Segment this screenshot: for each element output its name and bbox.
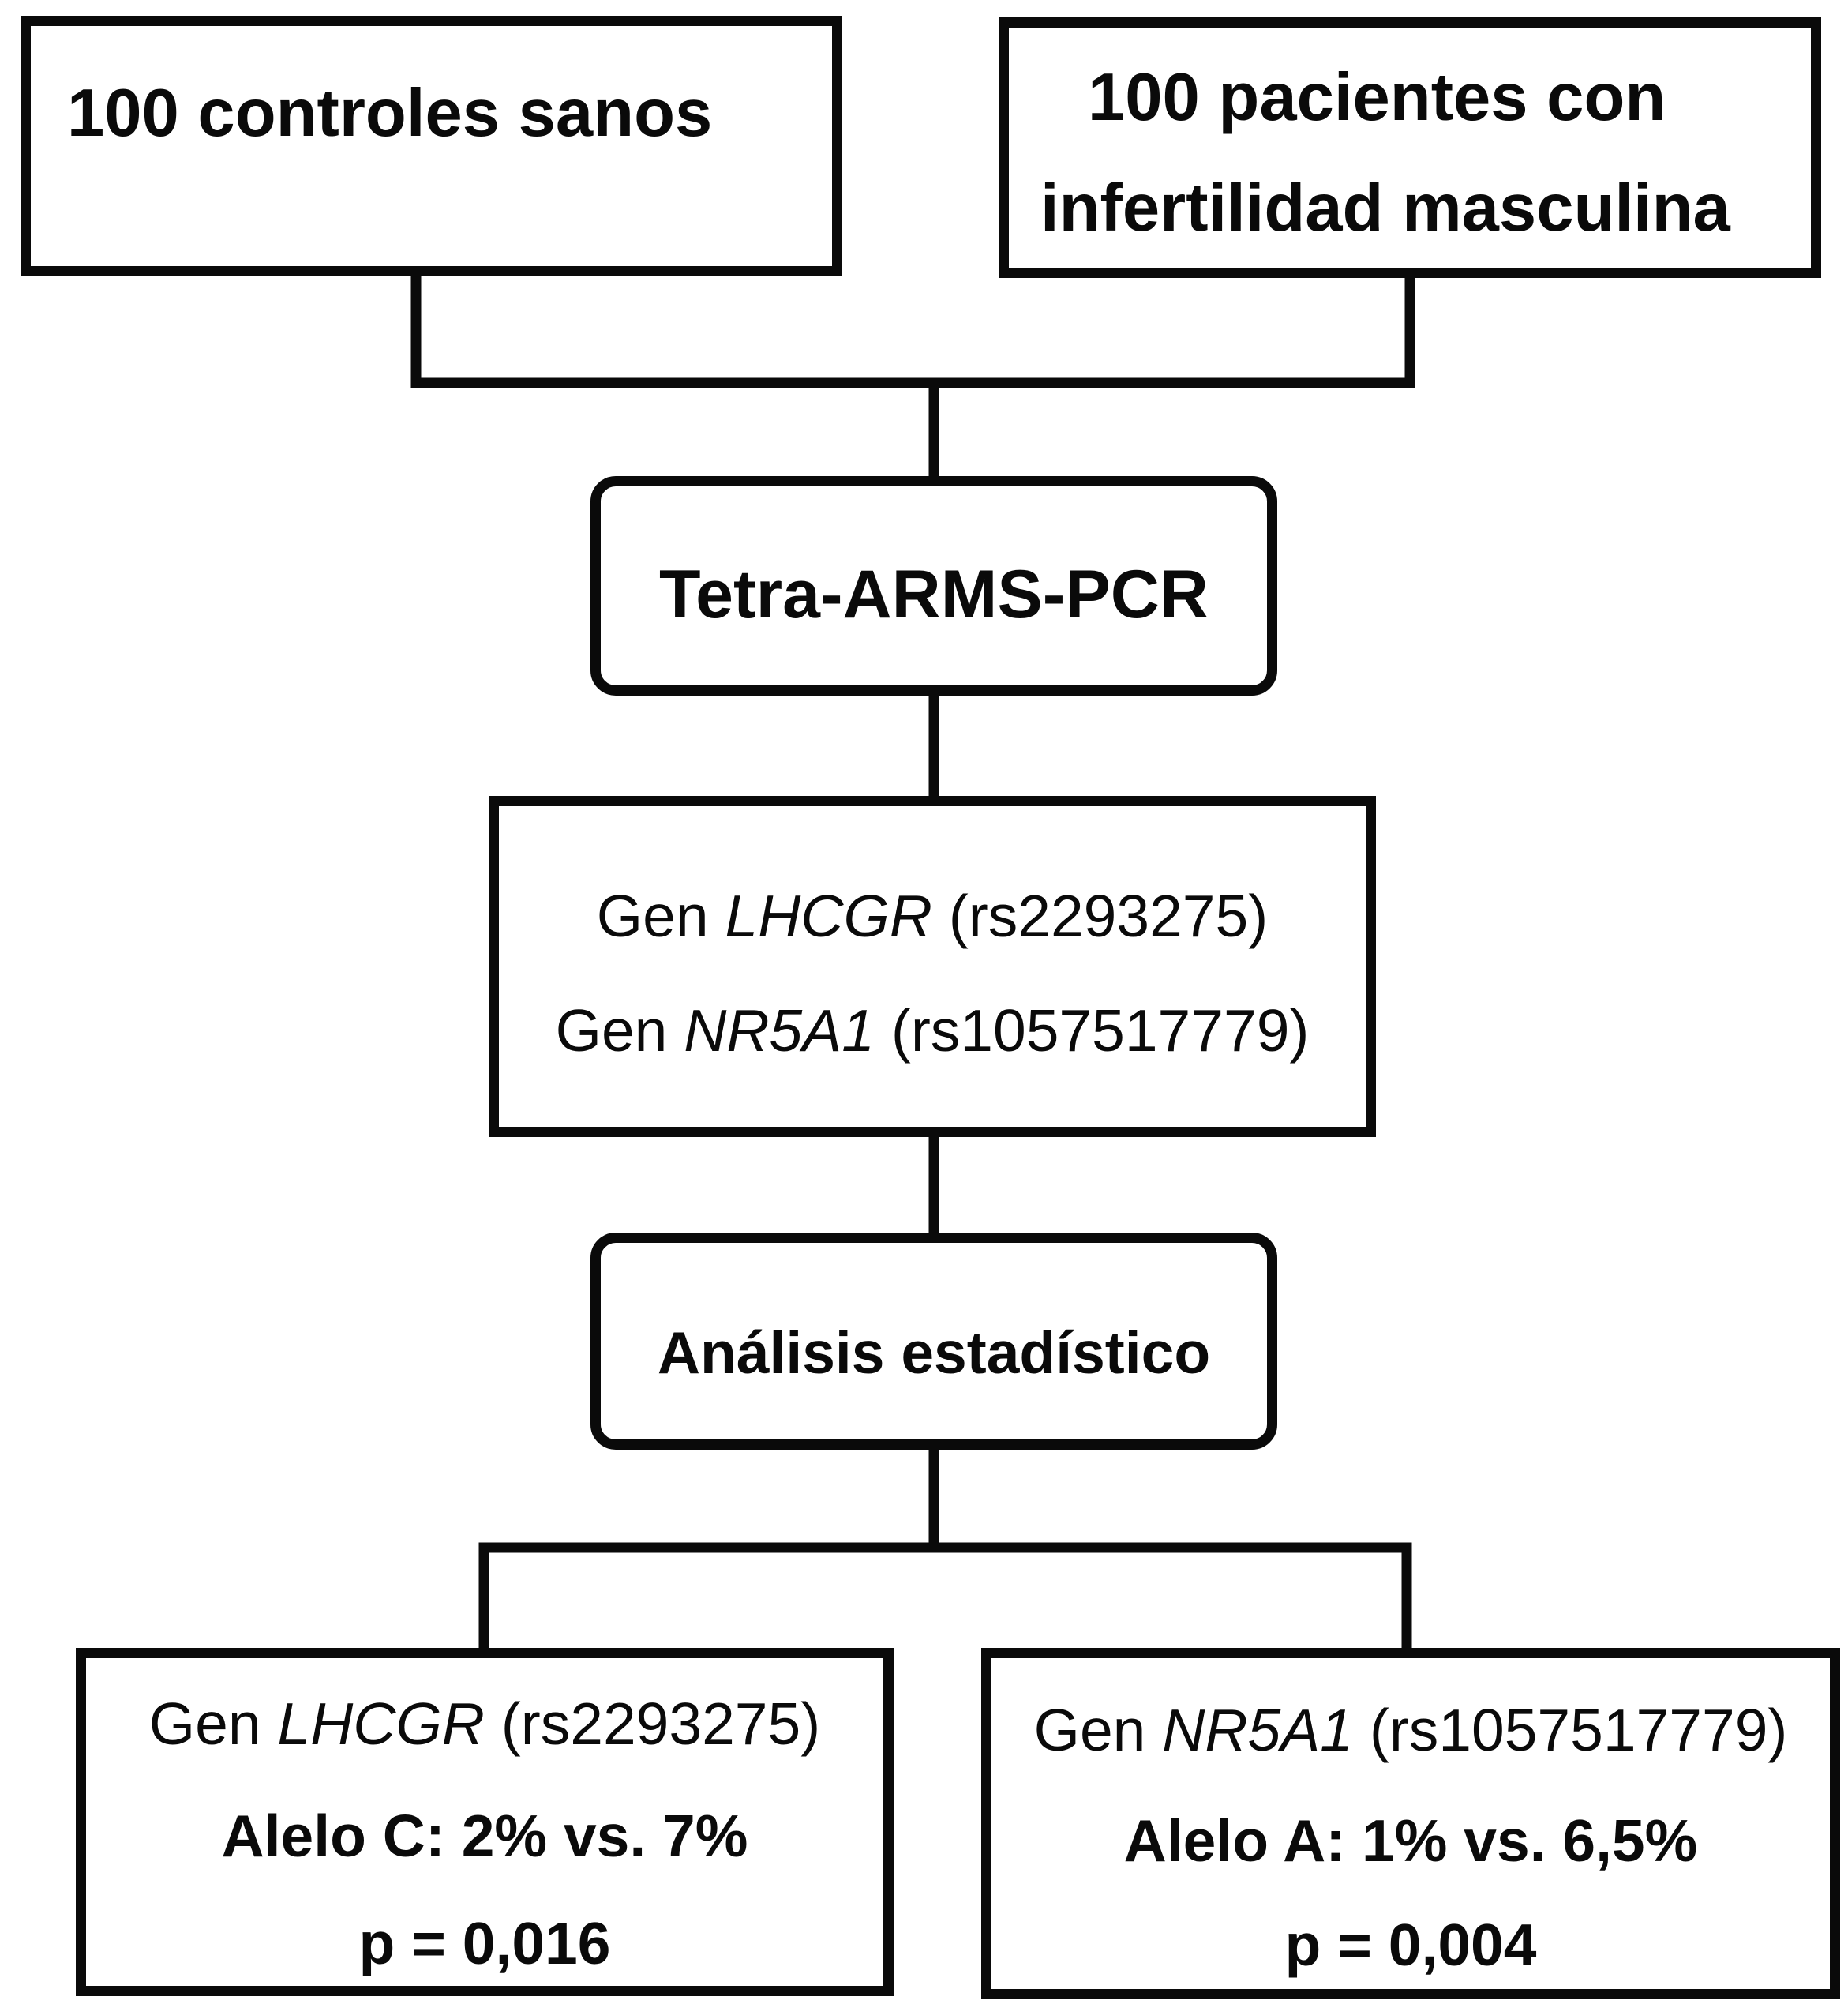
controls-label: 100 controles sanos <box>67 76 713 151</box>
patients-box: 100 pacientes con infertilidad masculina <box>999 17 1821 278</box>
gene-line-lhcgr: Gen LHCGR (rs2293275) <box>596 883 1269 949</box>
genes-list: Gen LHCGR (rs2293275) Gen NR5A1 (rs10575… <box>499 882 1366 1064</box>
gene-line-nr5a1: Gen NR5A1 (rs1057517779) <box>555 997 1310 1064</box>
pcr-label: Tetra-ARMS-PCR <box>659 557 1209 632</box>
result-nr5a1-pvalue: p = 0,004 <box>1284 1912 1537 1978</box>
result-lhcgr-pvalue: p = 0,016 <box>358 1910 611 1976</box>
analysis-label: Análisis estadístico <box>657 1319 1211 1386</box>
result-nr5a1-gene: Gen NR5A1 (rs1057517779) <box>1033 1697 1788 1763</box>
result-nr5a1-box: Gen NR5A1 (rs1057517779) Alelo A: 1% vs.… <box>981 1648 1840 1999</box>
genes-box: Gen LHCGR (rs2293275) Gen NR5A1 (rs10575… <box>489 796 1376 1137</box>
result-nr5a1-allele: Alelo A: 1% vs. 6,5% <box>1123 1807 1698 1874</box>
result-lhcgr-box: Gen LHCGR (rs2293275) Alelo C: 2% vs. 7%… <box>76 1648 894 1996</box>
controls-box: 100 controles sanos <box>21 16 842 276</box>
patients-label-line2: infertilidad masculina <box>1040 171 1730 246</box>
result-lhcgr-allele: Alelo C: 2% vs. 7% <box>221 1803 748 1869</box>
result-lhcgr-gene: Gen LHCGR (rs2293275) <box>148 1691 821 1757</box>
patients-label-line1: 100 pacientes con <box>1088 60 1666 135</box>
pcr-box: Tetra-ARMS-PCR <box>590 476 1277 696</box>
analysis-box: Análisis estadístico <box>590 1233 1277 1450</box>
